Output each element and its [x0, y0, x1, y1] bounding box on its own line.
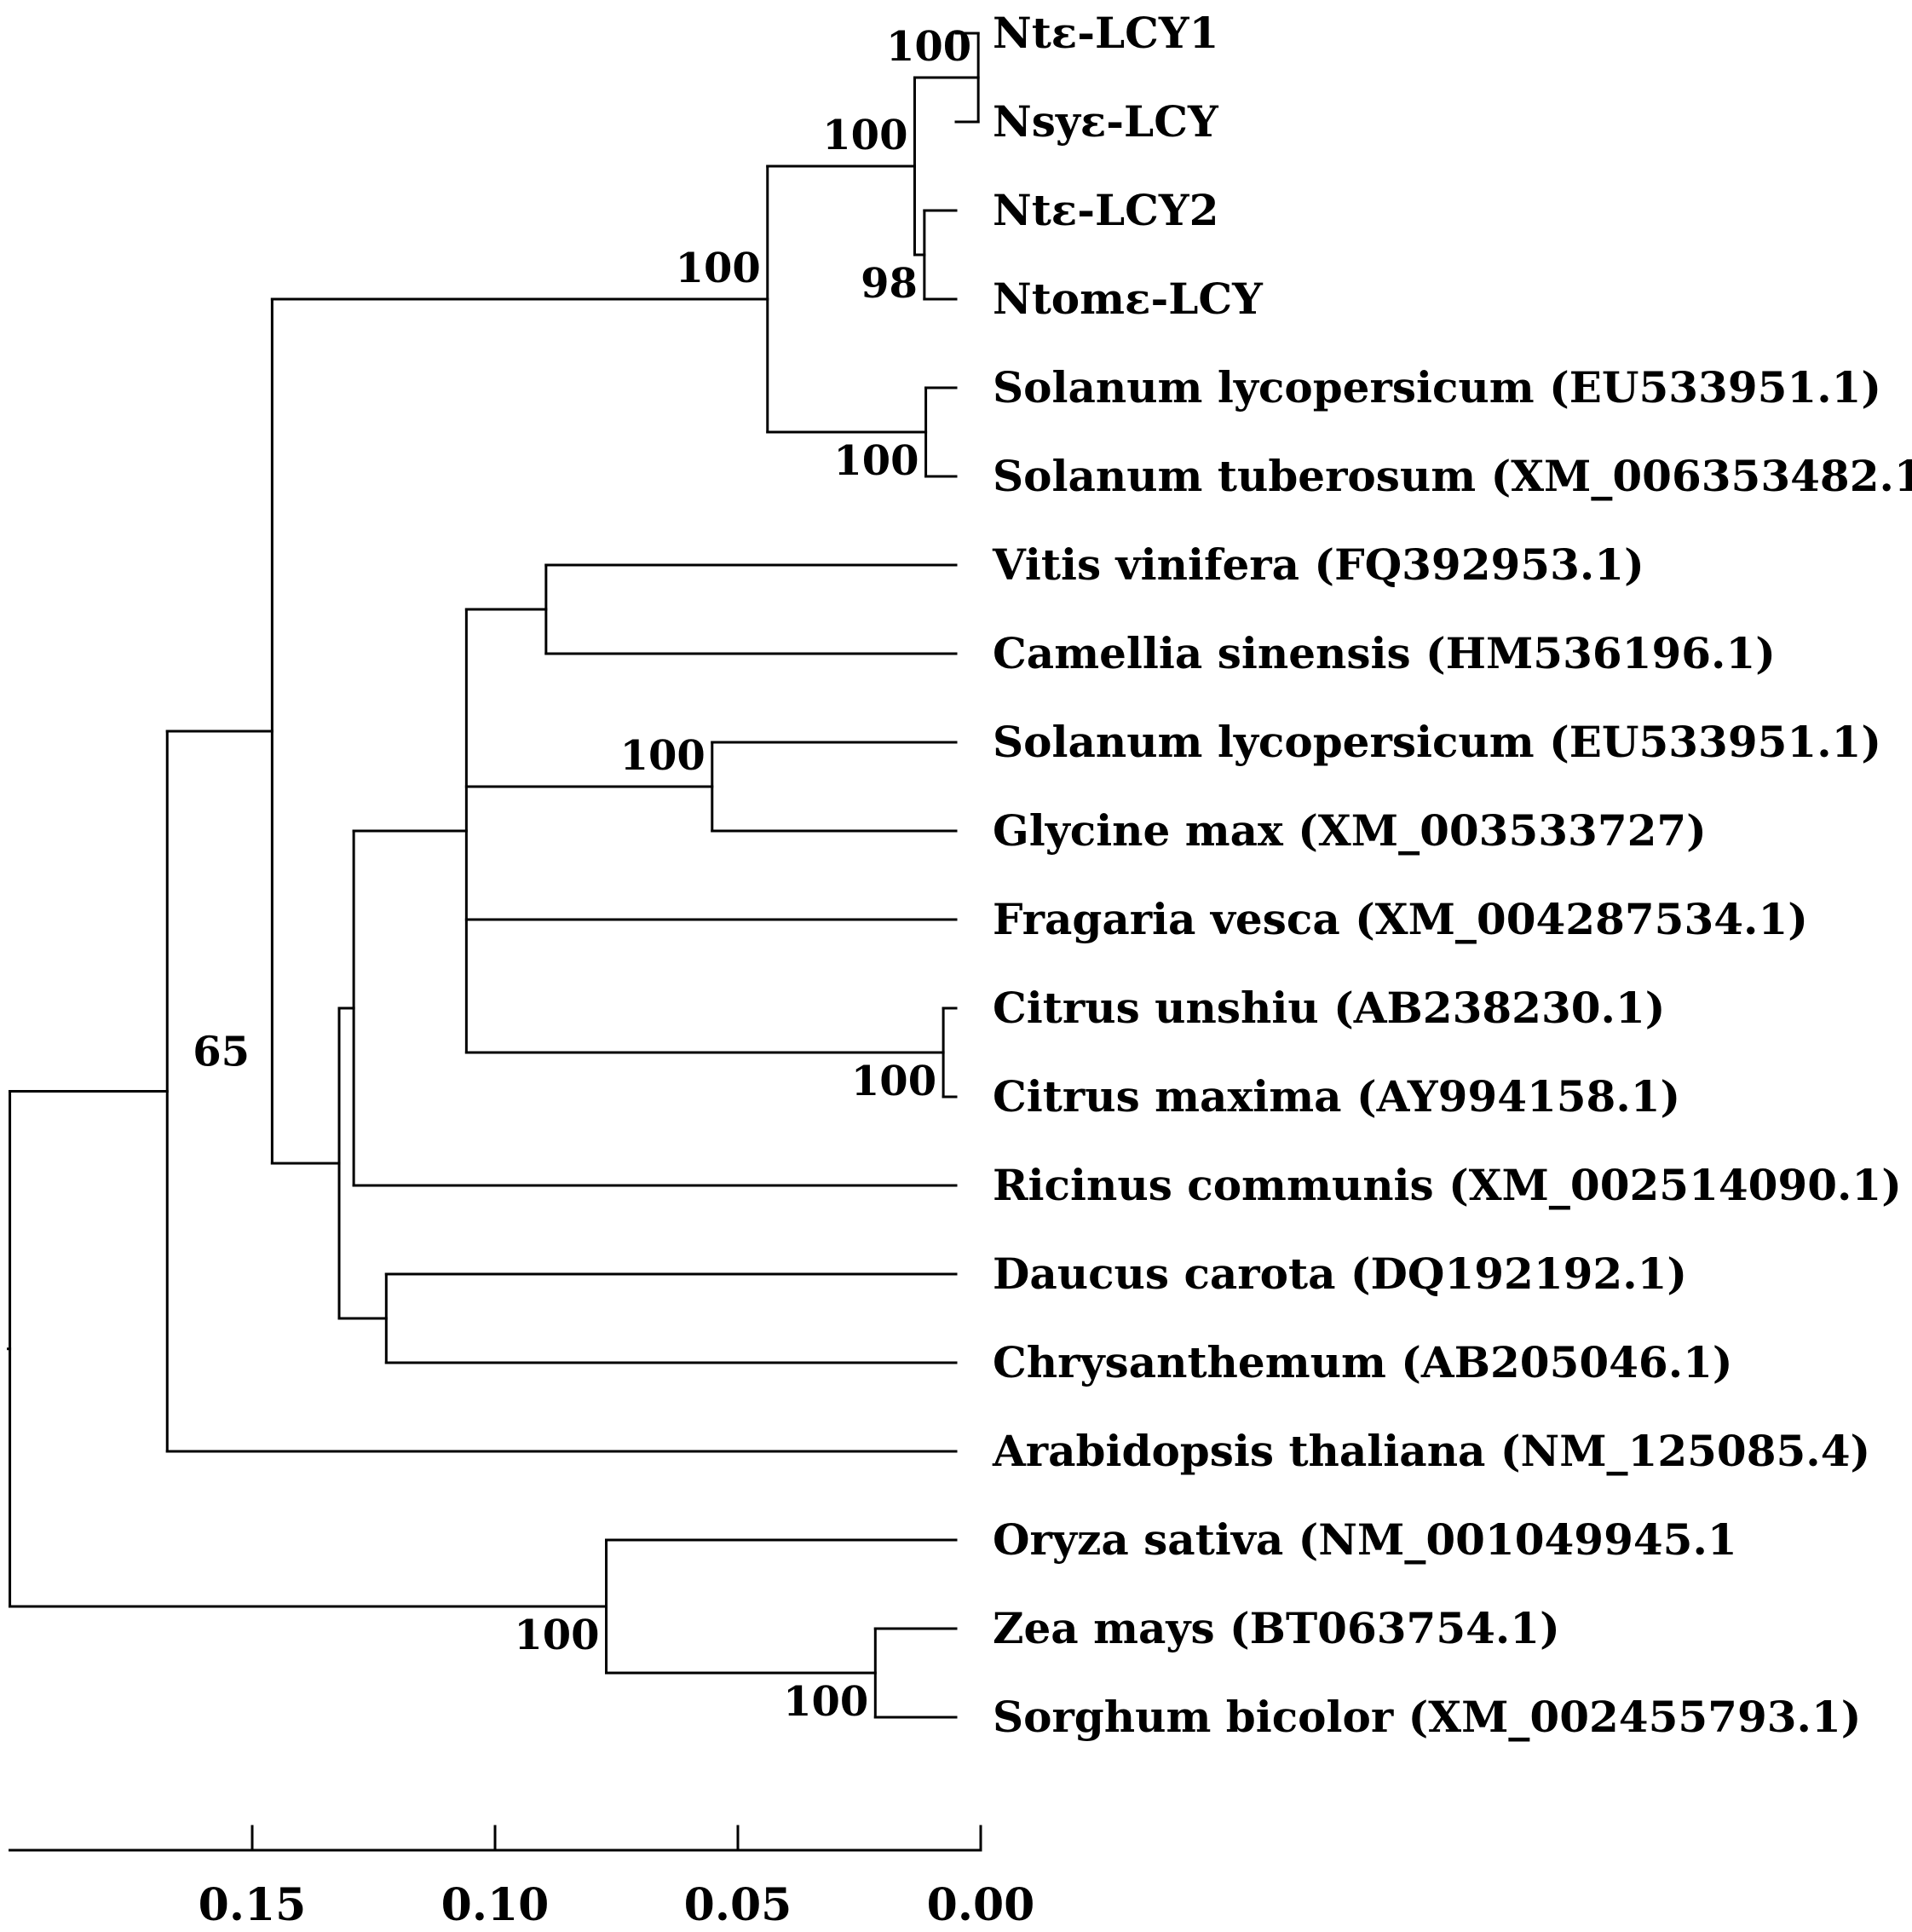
leaf-label-14: Daucus carota (DQ192192.1): [993, 1249, 1687, 1299]
leaf-label-0: Ntε-LCY1: [993, 8, 1218, 58]
support-label-n_sol1: 100: [833, 437, 919, 485]
scale-axis: 0.15 0.10 0.05 0.00: [9, 1825, 1035, 1931]
support-label-n_dicots: 65: [193, 1029, 250, 1076]
leaf-label-11: Citrus unshiu (AB238230.1): [993, 983, 1665, 1033]
support-label-n_citrus: 100: [851, 1058, 936, 1105]
leaf-label-6: Vitis vinifera (FQ392953.1): [992, 539, 1644, 590]
support-label-n_lcy2_ntom: 98: [861, 260, 918, 308]
leaf-label-9: Glycine max (XM_003533727): [993, 805, 1707, 856]
leaf-label-1: Nsyε-LCY: [993, 96, 1219, 147]
leaf-label-17: Oryza sativa (NM_001049945.1: [993, 1514, 1737, 1565]
leaf-label-19: Sorghum bicolor (XM_002455793.1): [993, 1692, 1861, 1742]
support-label-n_monocots: 100: [514, 1612, 599, 1659]
leaf-label-18: Zea mays (BT063754.1): [993, 1603, 1560, 1653]
leaf-label-13: Ricinus communis (XM_002514090.1): [993, 1160, 1902, 1210]
tree-branches: [7, 32, 980, 1719]
taxon-labels: Ntε-LCY1 Nsyε-LCY Ntε-LCY2 Ntomε-LCY Sol…: [992, 8, 1912, 1742]
leaf-label-15: Chrysanthemum (AB205046.1): [993, 1337, 1733, 1387]
scale-tick-label-2: 0.05: [684, 1879, 792, 1931]
leaf-label-8: Solanum lycopersicum (EU533951.1): [993, 717, 1881, 767]
scale-axis-ticks: [251, 1825, 982, 1852]
support-label-n_sol_gly: 100: [620, 732, 705, 780]
scale-tick-label-3: 0.00: [927, 1879, 1035, 1931]
scale-tick-label-0: 0.15: [199, 1879, 307, 1931]
leaf-label-3: Ntomε-LCY: [993, 274, 1264, 324]
support-label-n_solanaceae: 100: [676, 245, 761, 292]
leaf-label-10: Fragaria vesca (XM_004287534.1): [993, 894, 1808, 944]
leaf-label-7: Camellia sinensis (HM536196.1): [993, 628, 1776, 678]
leaf-label-5: Solanum tuberosum (XM_006353482.1): [993, 451, 1912, 501]
bootstrap-support-labels: 100 100 98 100 100 65 100 100 100 100: [193, 23, 971, 1726]
support-label-n_nic: 100: [822, 112, 907, 159]
scale-tick-label-1: 0.10: [441, 1879, 550, 1931]
leaf-label-16: Arabidopsis thaliana (NM_125085.4): [992, 1426, 1870, 1476]
support-label-n_lcy1_nsy: 100: [886, 23, 971, 71]
leaf-label-12: Citrus maxima (AY994158.1): [993, 1071, 1680, 1122]
support-label-n_zea_sor: 100: [783, 1678, 868, 1726]
leaf-label-4: Solanum lycopersicum (EU533951.1): [993, 362, 1881, 412]
leaf-label-2: Ntε-LCY2: [993, 185, 1218, 235]
